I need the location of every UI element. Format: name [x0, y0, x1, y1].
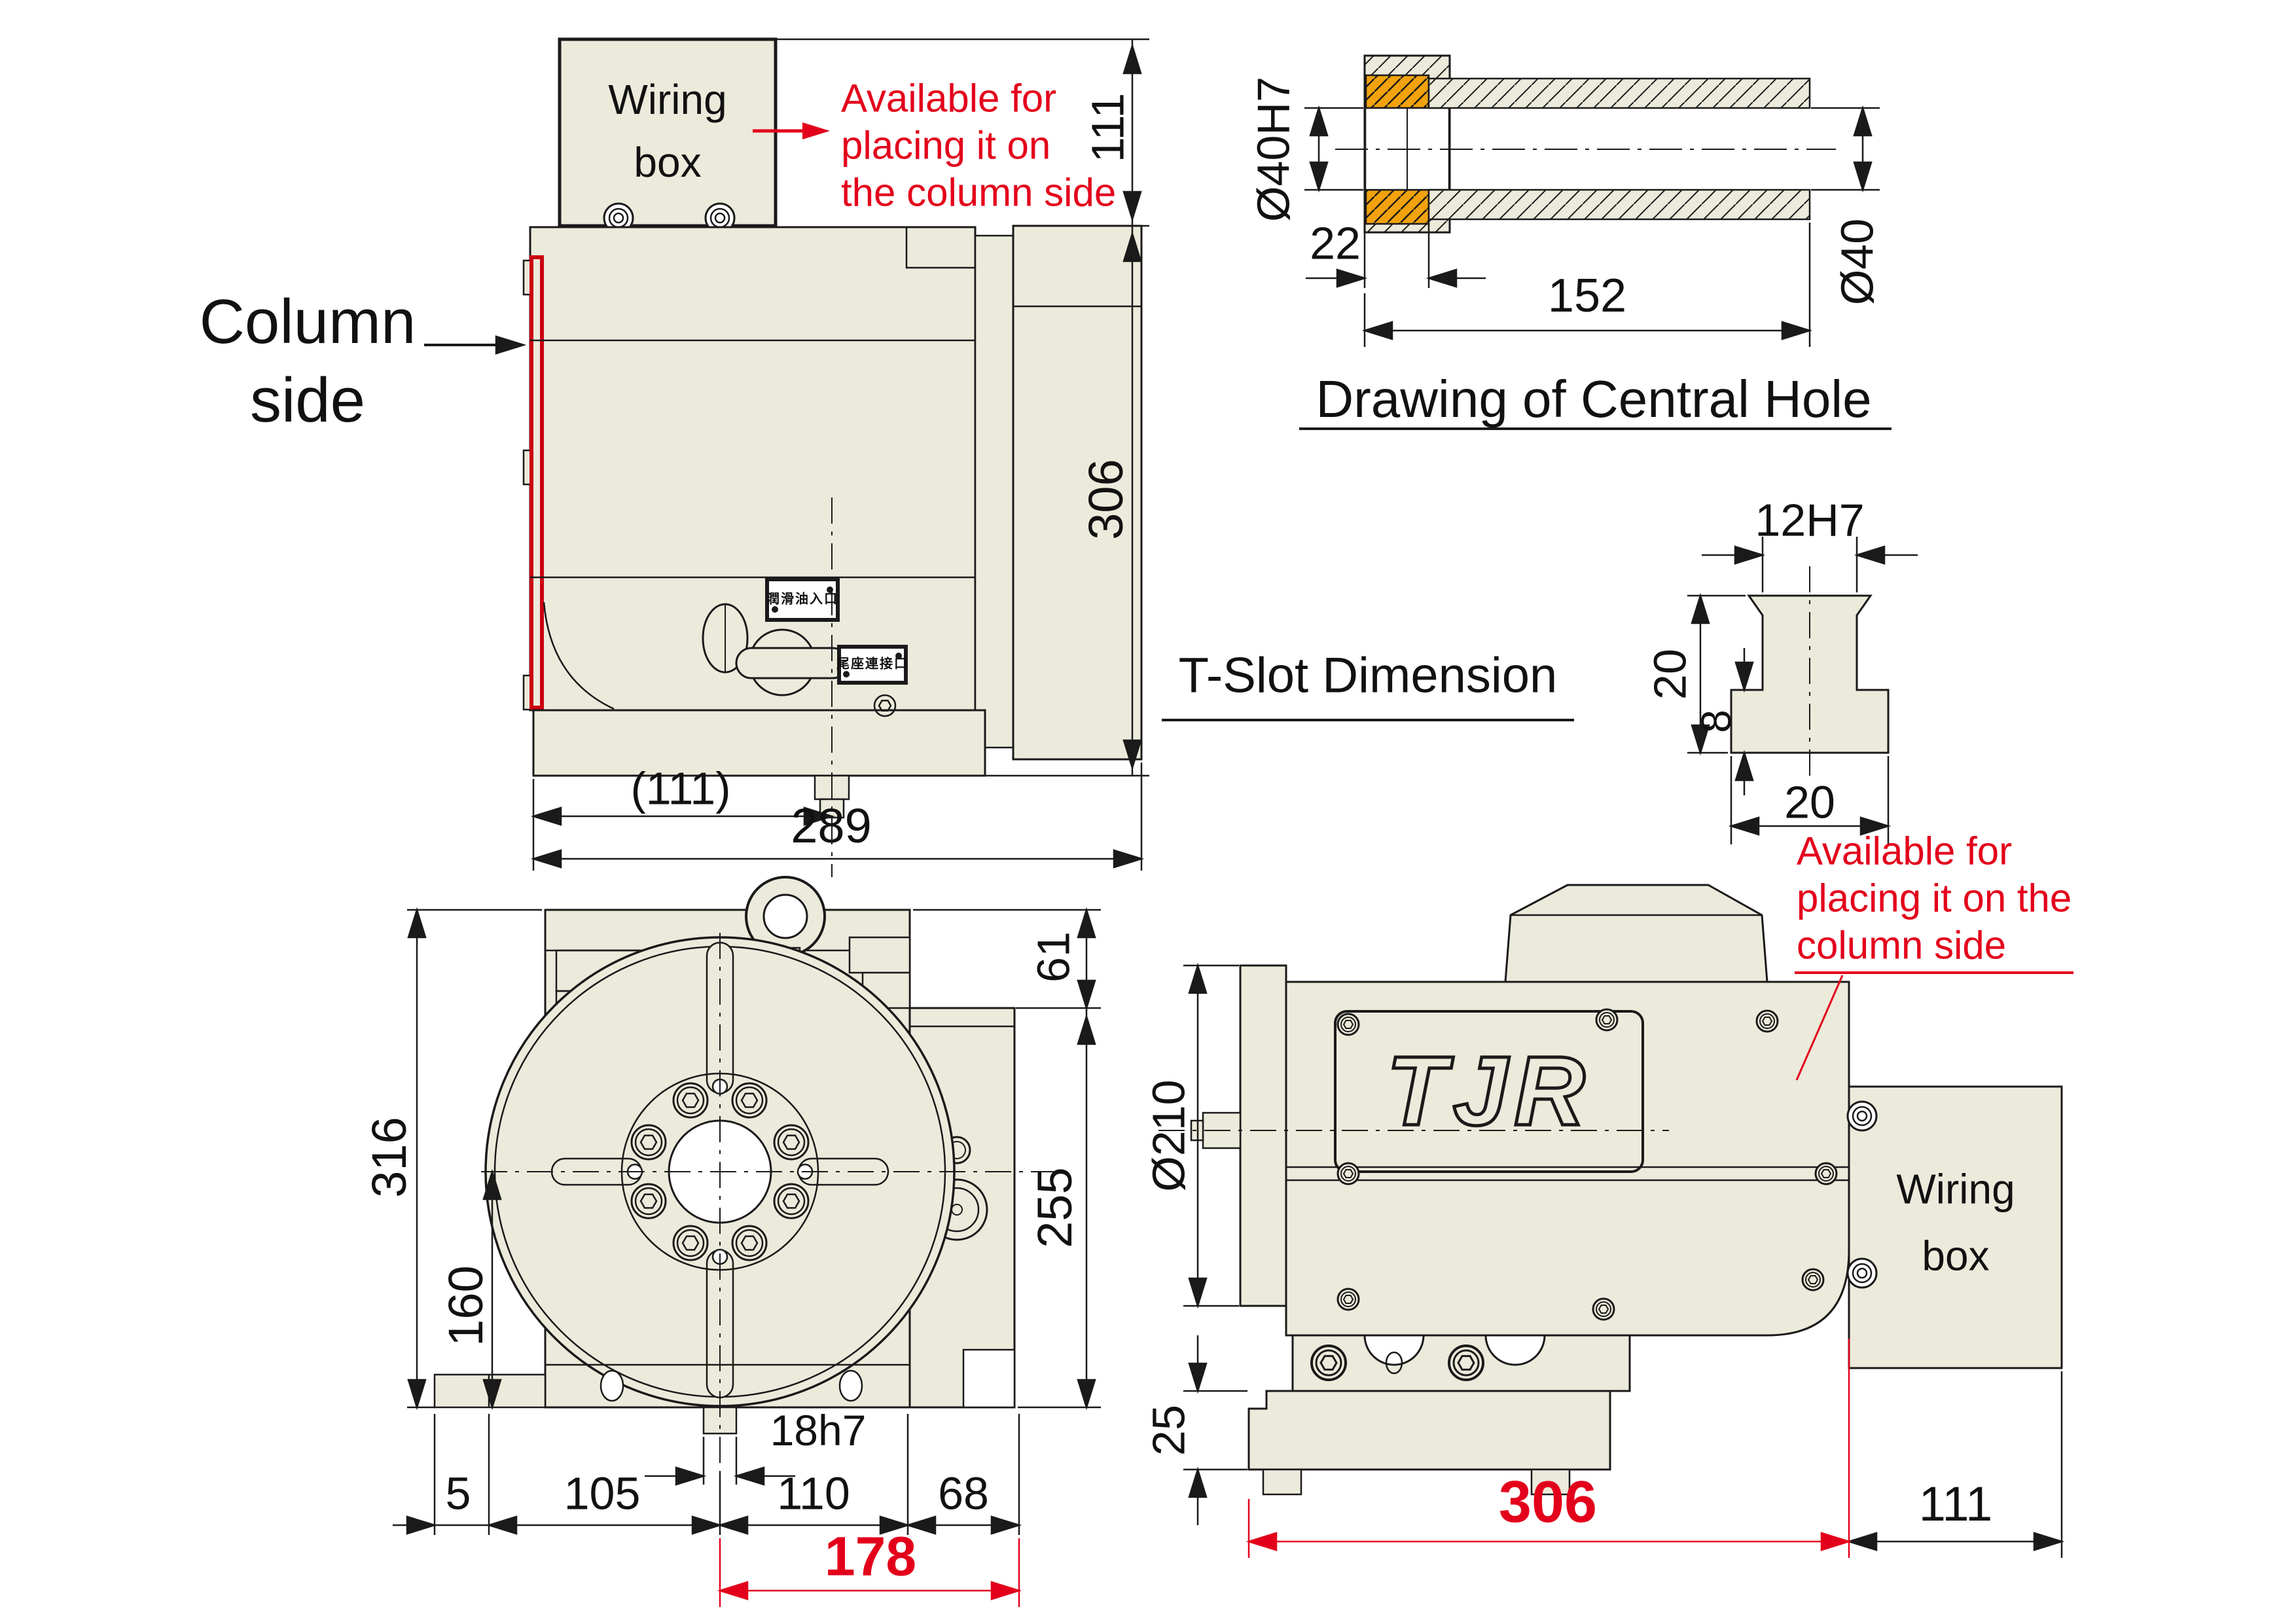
note-top-line2: placing it on: [841, 123, 1051, 168]
wiring-box-top-label: Wiring box: [608, 76, 727, 186]
note-bottom-line3: column side: [1797, 923, 2007, 967]
front-view-dimensions: [393, 909, 1101, 1535]
dim-body-length-red: 306: [1498, 1469, 1598, 1535]
dim-slot-base-width: 20: [1784, 776, 1835, 828]
dim-slot-height: 20: [1644, 649, 1696, 700]
dim-slot-base-height: 8: [1693, 710, 1740, 733]
central-hole-title: Drawing of Central Hole: [1316, 370, 1872, 428]
t-slot-title: T-Slot Dimension: [1178, 647, 1558, 704]
motor-cover: [1504, 884, 1768, 983]
plate-tailstock-label: 尾座連接口: [836, 657, 908, 672]
side-view-top-dimensions: [424, 38, 1149, 871]
plate-lube-label: 潤滑油入口: [766, 592, 838, 607]
dim-top-step: 61: [1028, 931, 1079, 983]
dim-body-height: 306: [1078, 459, 1133, 540]
t-slot-linework: [1162, 566, 1890, 782]
dim-chain-4: 68: [938, 1468, 989, 1519]
note-bottom-line2: placing it on the: [1797, 876, 2072, 920]
body-outline: [1285, 981, 1850, 1337]
side-view-top-linework: [522, 37, 1143, 877]
dim-slot-width: 12H7: [1755, 494, 1865, 546]
side-view-bottom-dimensions: [1183, 964, 2063, 1558]
central-hole-linework: [1335, 54, 1836, 234]
note-top-arrow: [753, 122, 830, 139]
central-hole-dimensions: [1299, 107, 1892, 430]
note-bottom-leader: [1795, 975, 1844, 1081]
dim-bush-length: 22: [1310, 217, 1361, 269]
side-view-bottom-linework: [1158, 884, 2063, 1496]
wiring-box-outline: [558, 37, 778, 228]
dim-total-length: 152: [1547, 270, 1627, 322]
logo-plate: [1334, 1010, 1644, 1173]
dim-body-width: 289: [791, 798, 872, 853]
dim-foot-height: 25: [1143, 1405, 1194, 1456]
dim-center-to-right: 178: [824, 1525, 917, 1587]
dim-wiring-width: 111: [1918, 1476, 1993, 1531]
dim-wiring-height: 111: [1082, 92, 1134, 163]
dim-center-height: 160: [438, 1265, 493, 1346]
wiring-box-right-label: Wiring box: [1896, 1165, 2015, 1280]
front-view-red-dimension: [719, 1538, 1020, 1607]
bushing-top: [1365, 74, 1430, 109]
tjr-logo: TJR: [1385, 1034, 1592, 1147]
dim-chain-3: 110: [777, 1468, 850, 1519]
note-top-line3: the column side: [841, 170, 1117, 215]
dim-key: 18h7: [770, 1405, 867, 1454]
wiring-box-right-outline: [1848, 1085, 2063, 1369]
side-view-bottom-red: [1247, 971, 2073, 1558]
dim-end-bore: Ø40: [1831, 218, 1883, 306]
bushing-bottom: [1365, 189, 1430, 225]
note-top-line1: Available for: [841, 76, 1057, 120]
dim-bore: Ø40H7: [1247, 77, 1299, 222]
note-bottom-line1: Available for: [1797, 829, 2013, 873]
t-slot-dimensions: [1687, 537, 1918, 844]
foot-block: [1247, 1390, 1611, 1471]
label-plate-lube: [765, 577, 840, 622]
dim-total-height: 316: [361, 1117, 416, 1198]
dim-right-height: 255: [1027, 1167, 1082, 1248]
dim-chain-2: 105: [564, 1468, 641, 1519]
dim-flange-dia: Ø210: [1143, 1079, 1194, 1192]
front-view-linework: [433, 876, 1067, 1473]
dim-chain-1: 5: [445, 1468, 471, 1519]
label-plate-tailstock: [837, 645, 908, 685]
column-side-strip: [529, 255, 544, 710]
column-side-label: Column side: [199, 287, 416, 435]
dim-left-offset: (111): [630, 763, 731, 814]
